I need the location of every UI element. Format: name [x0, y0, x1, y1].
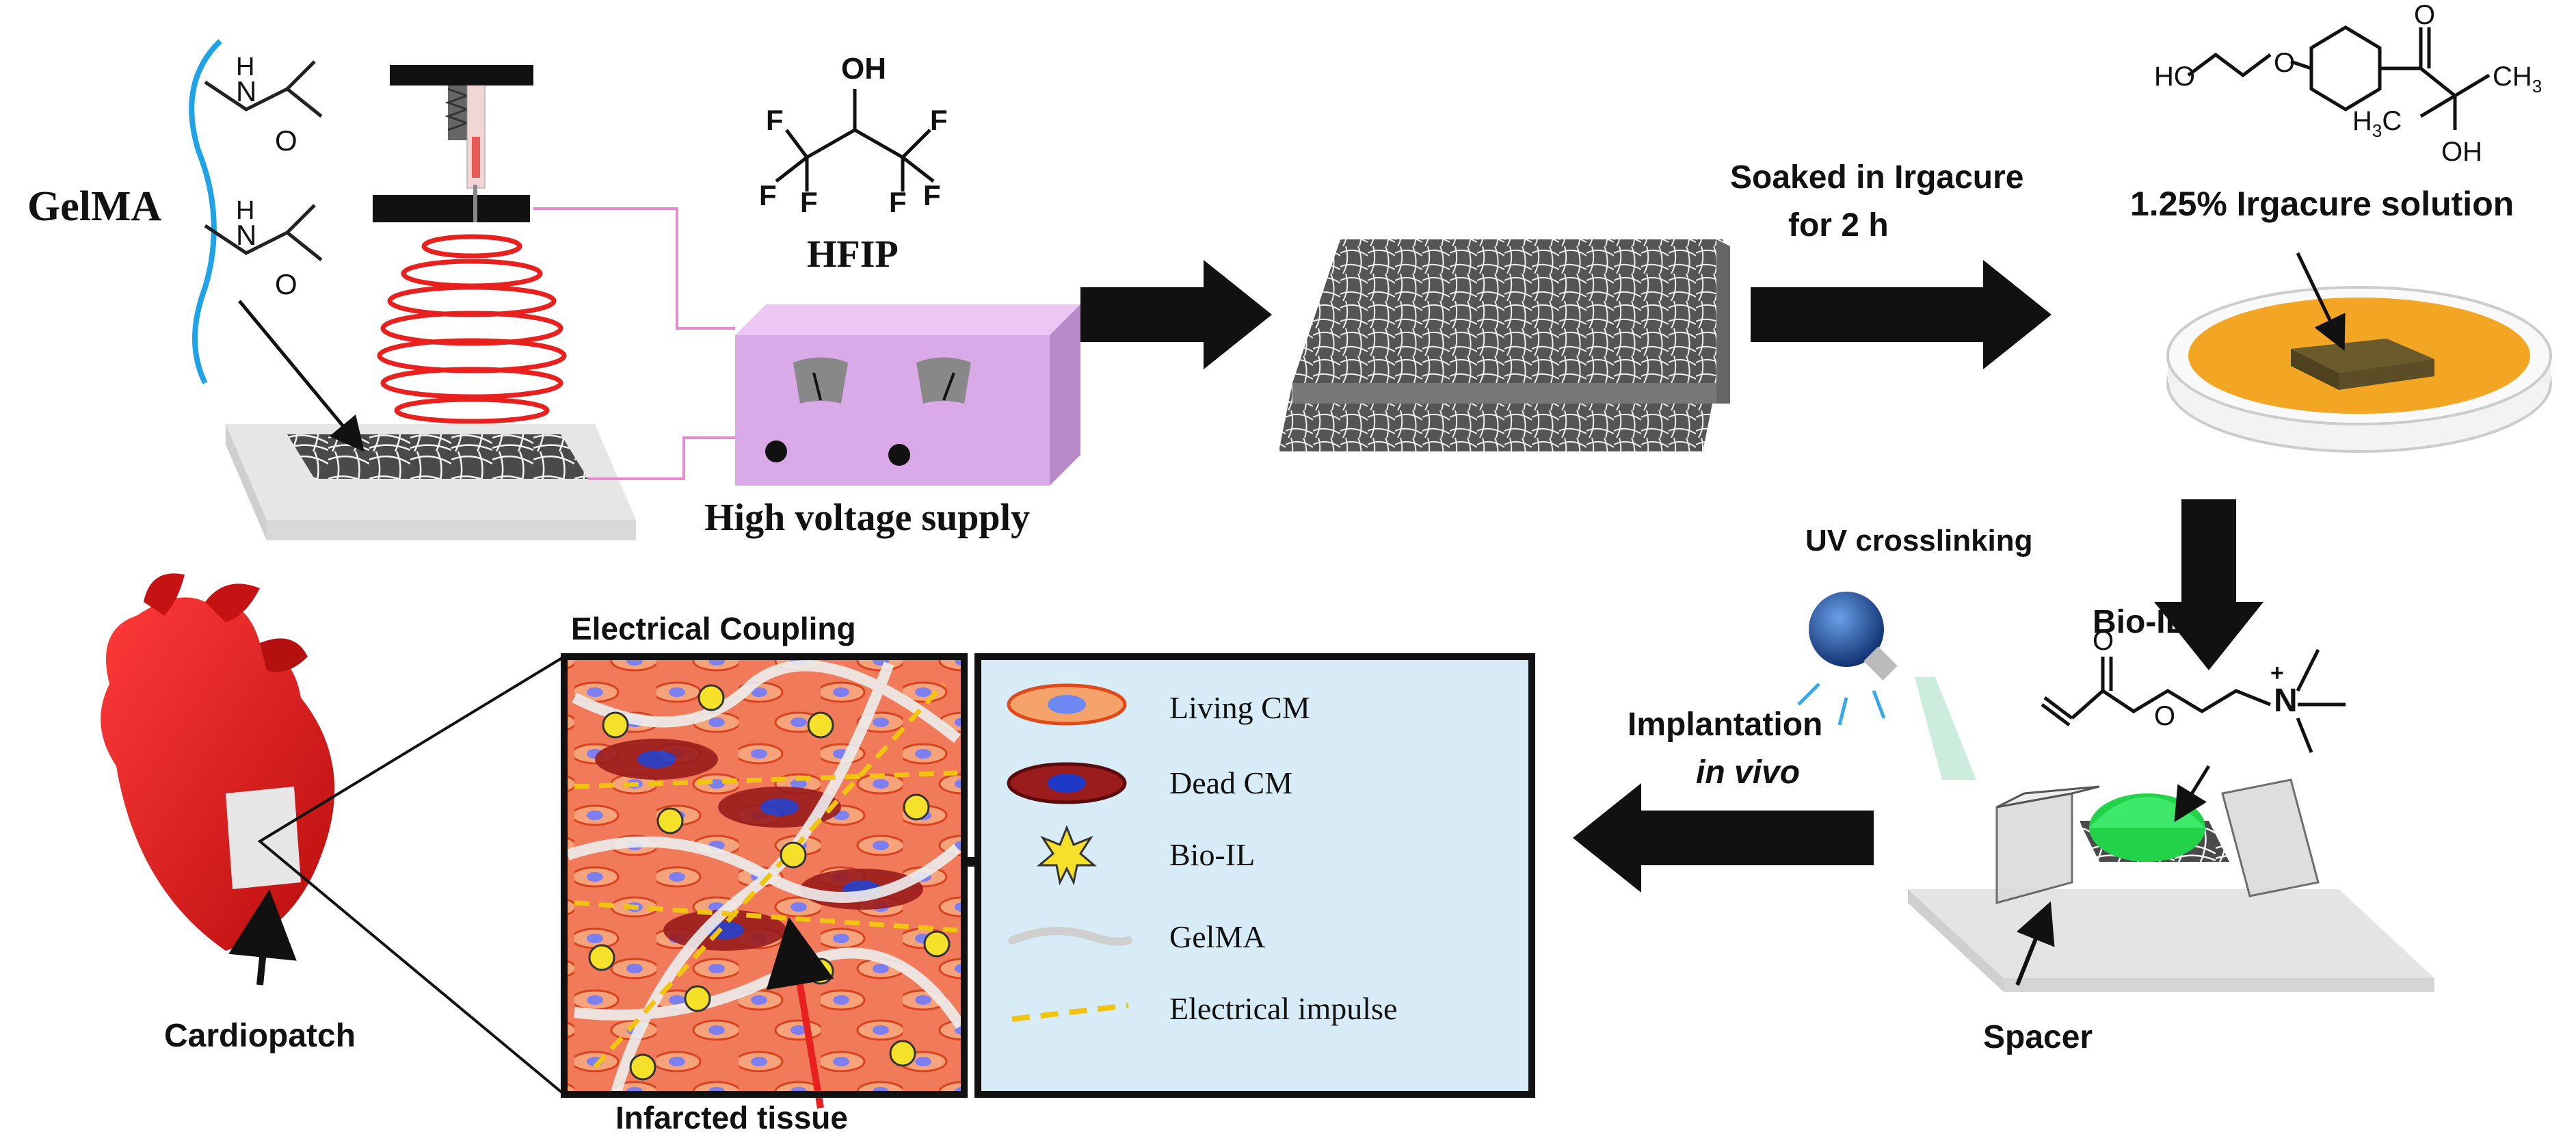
arrow-right-icon: [1751, 260, 2051, 369]
gelma-label: GelMA: [27, 183, 161, 230]
arrow-right-icon: [1080, 260, 1272, 369]
legend-label-electrical-impulse: Electrical impulse: [1169, 991, 1397, 1026]
gelma-fiber-icon: [1008, 927, 1132, 946]
hfip-f-3: F: [800, 186, 818, 218]
soaked-label-line1: Soaked in Irgacure: [1730, 159, 2024, 196]
bio-il-o-2: O: [2154, 701, 2175, 731]
implantation-label-line1: Implantation: [1628, 707, 1822, 743]
amide-n-1: N: [236, 75, 256, 107]
electrospinning-setup: [226, 65, 735, 540]
uv-lamp: [1797, 592, 1976, 780]
gauge-icon: [793, 357, 848, 404]
amide-o-1: O: [275, 124, 297, 157]
irgacure-structure: [2187, 25, 2491, 130]
spacer-mold: [1908, 765, 2434, 992]
hfip-f-2: F: [759, 179, 777, 211]
irgacure-ch3: CH3: [2493, 62, 2542, 96]
implantation-label-line2: in vivo: [1696, 754, 1800, 791]
hfip-label: HFIP: [807, 233, 899, 276]
irgacure-h3c: H3C: [2352, 106, 2402, 141]
legend-label-living-cm: Living CM: [1169, 690, 1310, 725]
petri-dish: [2166, 252, 2552, 453]
gauge-icon: [916, 357, 971, 404]
legend-label-dead-cm: Dead CM: [1169, 765, 1292, 800]
cardiopatch-label: Cardiopatch: [164, 1018, 356, 1054]
gelma-structure: N H O N H O: [189, 39, 323, 384]
high-voltage-supply: [735, 304, 1080, 486]
high-voltage-label: High voltage supply: [704, 497, 1030, 539]
bio-il-title: Bio-IL: [2093, 604, 2186, 640]
electrical-impulse-icon: [1011, 1003, 1129, 1022]
arrow-down-icon: [2154, 499, 2263, 670]
hfip-f-6: F: [930, 104, 948, 136]
hfip-oh: OH: [841, 52, 886, 85]
soaked-label-line2: for 2 h: [1788, 207, 1889, 244]
uv-crosslinking-label: UV crosslinking: [1805, 524, 2033, 557]
irgacure-ketone-o: O: [2414, 0, 2435, 30]
legend-label-bio-il: Bio-IL: [1169, 837, 1255, 872]
dead-cm-icon: [1007, 762, 1127, 804]
legend-box: Living CM Dead CM Bio-IL GelMA Electrica…: [964, 653, 1535, 1098]
legend-label-gelma: GelMA: [1169, 919, 1266, 954]
tissue-panel: [561, 653, 968, 1109]
bio-il-o-1: O: [2093, 626, 2114, 656]
spacer-label: Spacer: [1983, 1019, 2093, 1055]
infarcted-tissue-label: Infarcted tissue: [615, 1100, 848, 1135]
irgacure-solution-label: 1.25% Irgacure solution: [2130, 185, 2514, 223]
heart-icon: [101, 573, 566, 1098]
fiber-mat: [1279, 239, 1730, 451]
bio-il-structure: [2041, 648, 2346, 753]
bio-il-star-icon: [1036, 824, 1098, 886]
hfip-f-4: F: [889, 186, 907, 218]
amide-h-2: H: [236, 196, 254, 225]
electrical-coupling-label: Electrical Coupling: [571, 611, 856, 646]
bio-il-n: N: [2274, 683, 2298, 719]
irgacure-oh: OH: [2441, 137, 2482, 167]
hfip-f-5: F: [923, 179, 941, 211]
amide-n-2: N: [236, 219, 256, 251]
irgacure-ho: HO: [2154, 62, 2195, 92]
amide-h-1: H: [236, 53, 254, 81]
arrow-left-icon: [1573, 783, 1874, 893]
knob-icon: [765, 440, 787, 462]
living-cm-icon: [1007, 683, 1127, 726]
irgacure-ether-o: O: [2274, 48, 2295, 78]
amide-o-2: O: [275, 268, 297, 300]
bio-il-plus: +: [2270, 660, 2284, 686]
hfip-structure: [775, 89, 935, 192]
knob-icon: [888, 444, 910, 466]
hfip-f-1: F: [766, 104, 784, 136]
